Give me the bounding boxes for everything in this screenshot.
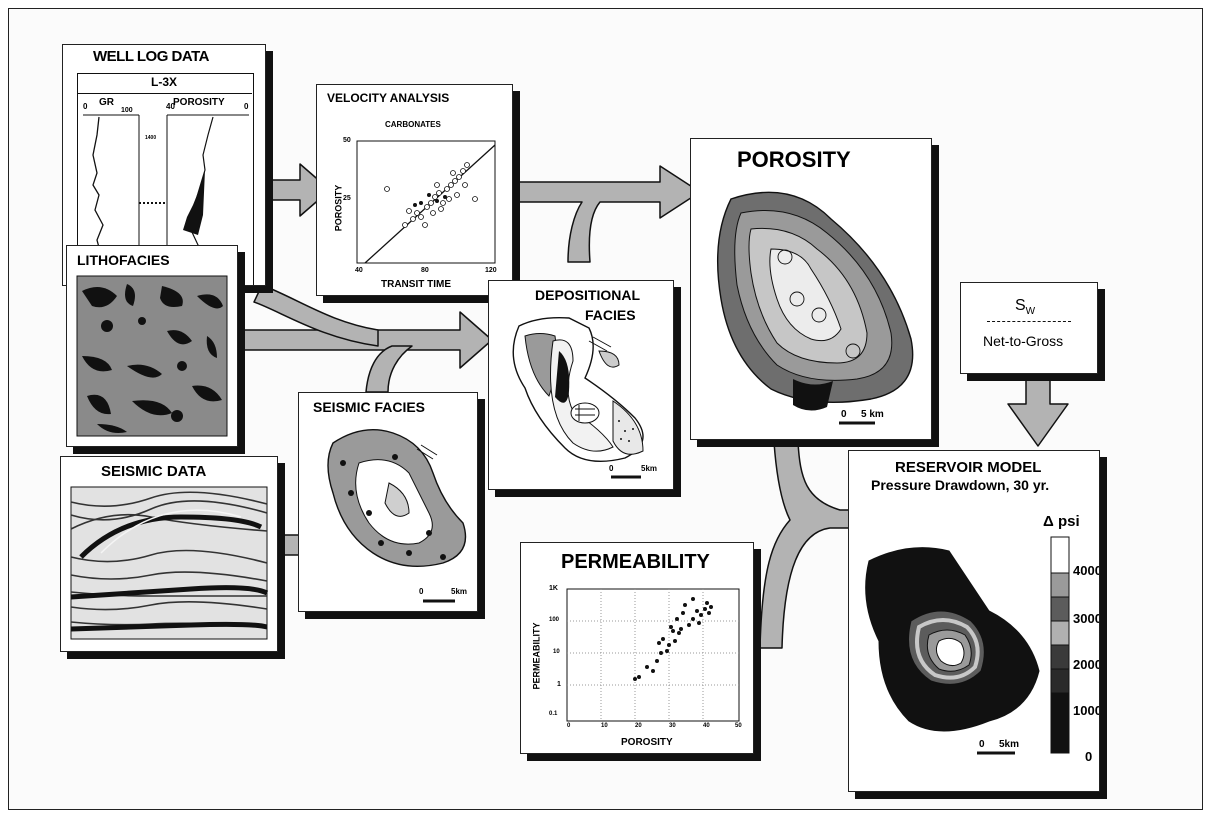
arrow-seismic-branch <box>366 346 412 392</box>
lithofacies-panel: LITHOFACIES <box>66 245 238 447</box>
seismic-data-panel: SEISMIC DATA <box>60 456 278 652</box>
seismic-facies-map <box>299 393 477 611</box>
depositional-scale-zero: 0 <box>609 464 613 473</box>
legend-label-3000: 3000 <box>1073 611 1100 626</box>
velocity-panel: VELOCITY ANALYSIS CARBONATES POROSITY TR… <box>316 84 513 296</box>
legend-label-4000: 4000 <box>1073 563 1100 578</box>
arrow-sw-reservoir <box>1008 378 1068 446</box>
net-to-gross-label: Net-to-Gross <box>983 333 1063 349</box>
reservoir-scale-zero: 0 <box>979 739 985 750</box>
permeability-scatter <box>521 543 753 753</box>
reservoir-pressure-map <box>849 451 1099 791</box>
porosity-scale-label: 5 km <box>861 409 884 420</box>
sw-symbol: SW <box>1015 297 1035 317</box>
depositional-map <box>489 281 673 489</box>
arrow-velocity-porosity <box>514 166 700 262</box>
velocity-scatter <box>317 85 512 295</box>
seismic-facies-scale-zero: 0 <box>419 587 423 596</box>
sw-dashes <box>987 321 1071 322</box>
legend-label-1000: 1000 <box>1073 703 1100 718</box>
legend-label-2000: 2000 <box>1073 657 1100 672</box>
reservoir-scale-label: 5km <box>999 739 1019 750</box>
reservoir-panel: RESERVOIR MODEL Pressure Drawdown, 30 yr… <box>848 450 1100 792</box>
seismic-data-image <box>61 457 277 651</box>
depositional-panel: DEPOSITIONAL FACIES 0 5km <box>488 280 674 490</box>
porosity-panel: POROSITY 0 5 km <box>690 138 932 440</box>
sw-net-to-gross-panel: SW Net-to-Gross <box>960 282 1098 374</box>
seismic-facies-panel: SEISMIC FACIES 0 5km <box>298 392 478 612</box>
porosity-contour-map <box>691 139 931 439</box>
permeability-panel: PERMEABILITY PERMEABILITY POROSITY 1K 10… <box>520 542 754 754</box>
depositional-scale-label: 5km <box>641 464 657 473</box>
seismic-facies-scale-label: 5km <box>451 587 467 596</box>
legend-label-0: 0 <box>1085 749 1092 764</box>
lithofacies-image <box>67 246 237 446</box>
porosity-scale-zero: 0 <box>841 409 847 420</box>
